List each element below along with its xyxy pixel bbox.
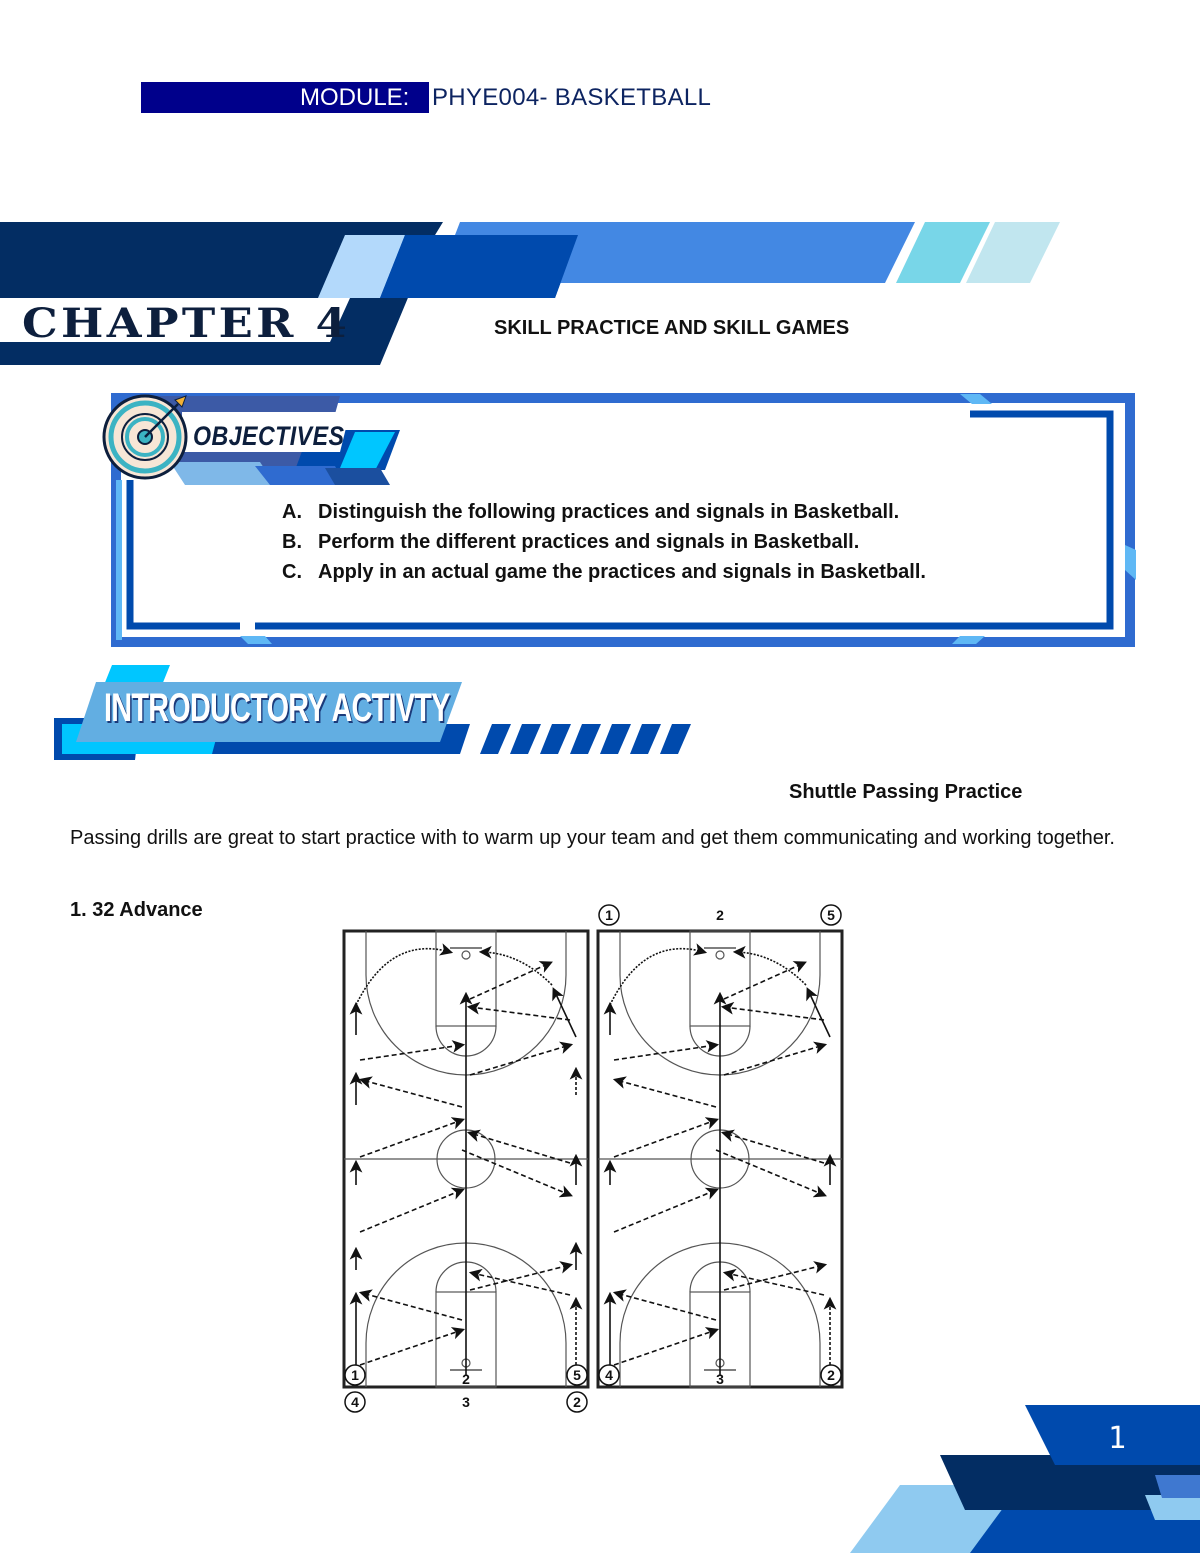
- left-court-inside-label: 2: [462, 1371, 470, 1387]
- intro-activity-title: INTRODUCTORY ACTIVTY: [104, 686, 450, 730]
- module-label: MODULE:: [300, 84, 410, 111]
- objectives-label: OBJECTIVES: [193, 421, 345, 451]
- intro-banner-graphic: [54, 665, 691, 760]
- right-court-top-2: 2: [716, 907, 724, 923]
- left-court-player-1: 1: [351, 1367, 359, 1383]
- footer-graphic: [850, 1405, 1200, 1553]
- page-number: 1: [1108, 1421, 1127, 1456]
- right-court-top-1: 1: [605, 907, 613, 923]
- right-court-top-5: 5: [827, 907, 835, 923]
- left-court-below-4: 4: [351, 1394, 359, 1410]
- right-court-player-4: 4: [605, 1367, 613, 1383]
- objectives-frame: [102, 393, 1136, 647]
- left-court-below-2: 2: [573, 1394, 581, 1410]
- target-icon: [102, 394, 188, 480]
- left-court-below-3: 3: [462, 1394, 470, 1410]
- right-court-player-2: 2: [827, 1367, 835, 1383]
- module-bar: [141, 82, 429, 113]
- intro-paragraph: Passing drills are great to start practi…: [70, 827, 1115, 849]
- objectives-list: A.Distinguish the following practices an…: [282, 497, 926, 587]
- left-court-plays: [349, 943, 583, 1375]
- chapter-title: CHAPTER 4: [22, 300, 351, 347]
- module-code: PHYE004- BASKETBALL: [432, 84, 712, 111]
- drill-title: 1. 32 Advance: [70, 899, 203, 921]
- court-diagram: 1 5 2 4 3 2 1 2 5 4 2 3: [342, 904, 844, 1413]
- left-court-player-5: 5: [573, 1367, 581, 1383]
- section-heading: Shuttle Passing Practice: [789, 781, 1023, 803]
- objective-item: C.Apply in an actual game the practices …: [282, 561, 926, 583]
- objective-item: B.Perform the different practices and si…: [282, 531, 860, 553]
- chapter-banner-graphic: [0, 222, 1060, 365]
- right-court-inside-label: 3: [716, 1371, 724, 1387]
- chapter-subtitle: SKILL PRACTICE AND SKILL GAMES: [494, 317, 850, 339]
- objective-item: A.Distinguish the following practices an…: [282, 501, 900, 523]
- right-court-plays: [603, 943, 837, 1375]
